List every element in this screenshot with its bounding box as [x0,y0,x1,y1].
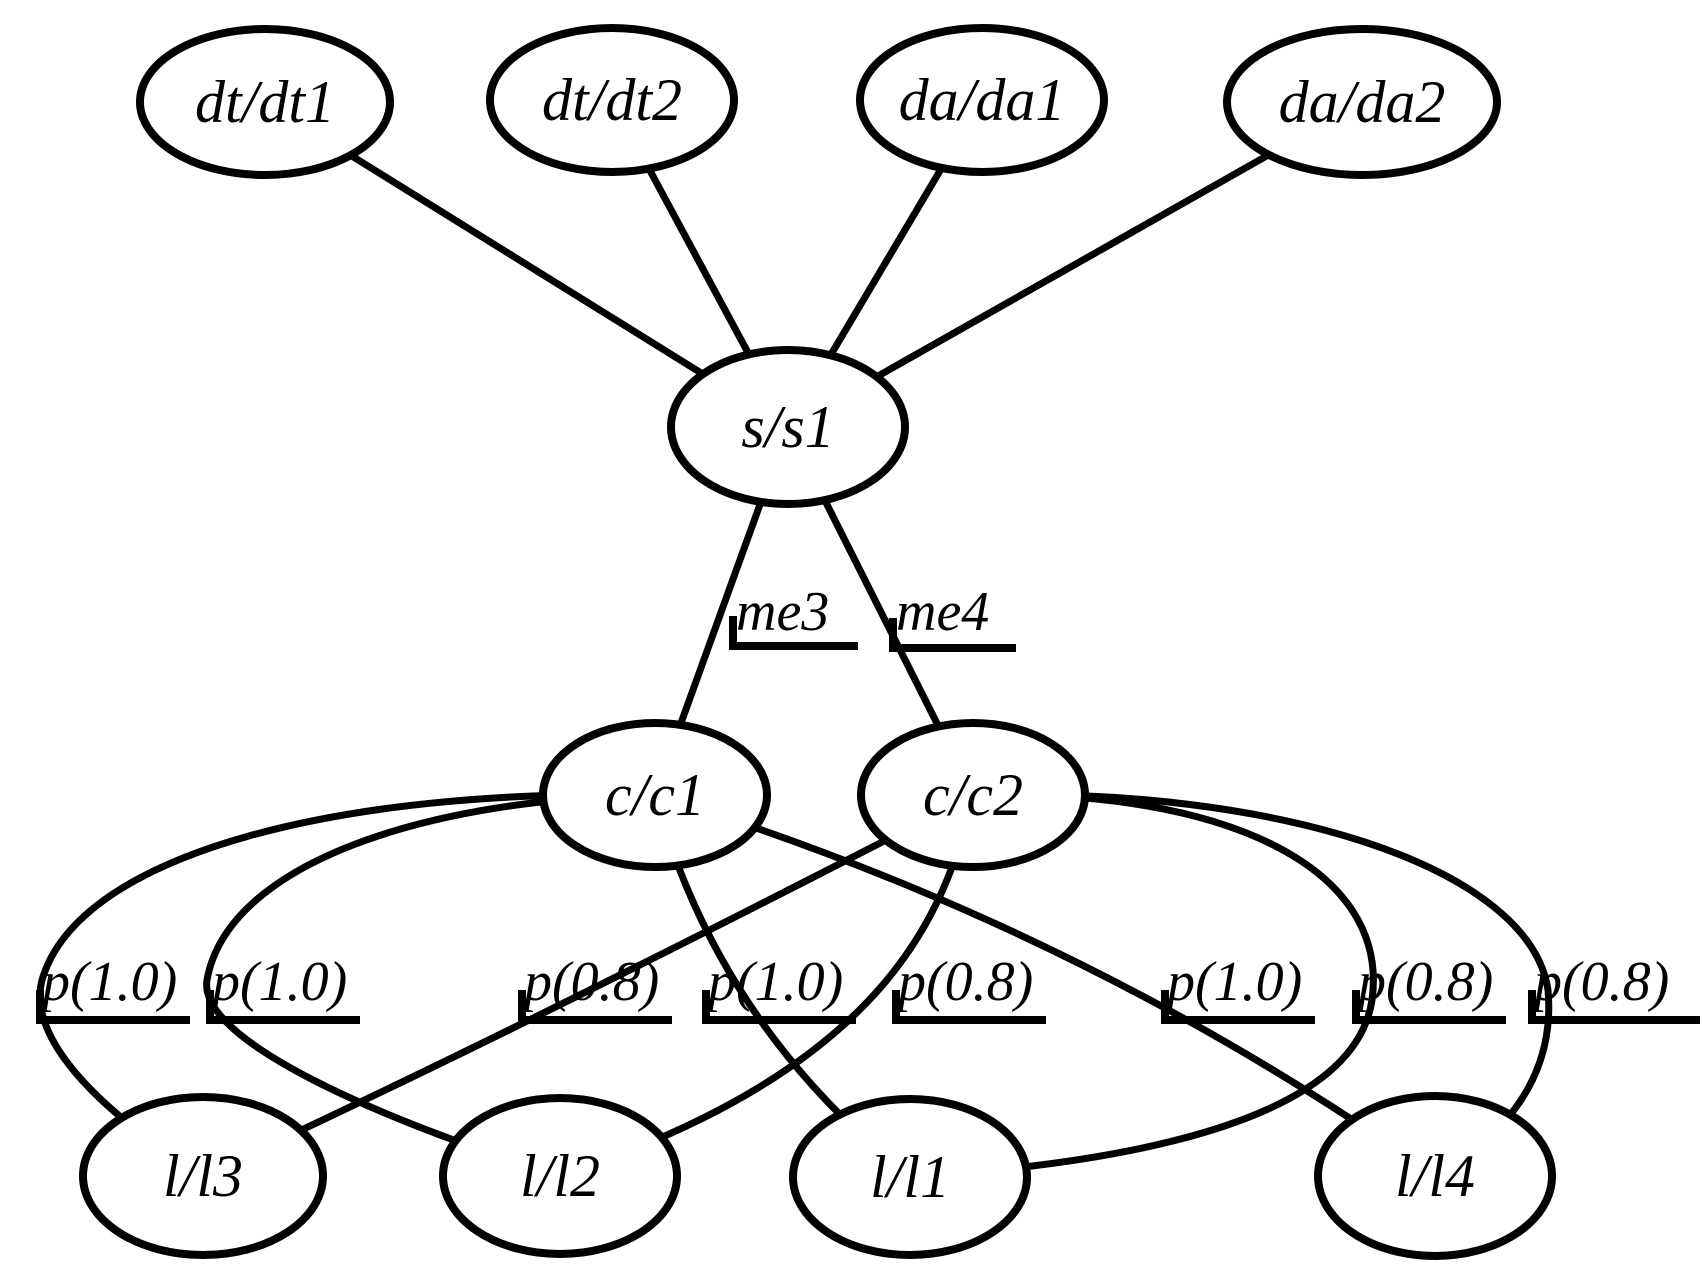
edge-label-p7: p(0.8) [1354,951,1493,1013]
node-l-l3-ellipse [79,1093,327,1259]
node-c-c1: c/c1 [539,719,771,871]
node-dt-dt1: dt/dt1 [136,25,394,179]
p6-underline [1161,990,1315,1024]
p3-underline [518,990,672,1024]
p1-underline [36,990,190,1024]
p2-underline [206,990,360,1024]
me4-underline [889,618,1016,652]
node-l-l1: l/l1 [789,1095,1031,1259]
edge-label-p1: p(1.0) [38,951,177,1013]
edge-label-p3: p(0.8) [520,951,659,1013]
node-l-l1-label: l/l1 [870,1144,950,1210]
edge-cc1-ll2 [203,791,656,1180]
node-l-l2-ellipse [439,1094,681,1258]
node-l-l4: l/l4 [1314,1092,1556,1260]
node-l-l1-ellipse [789,1095,1031,1259]
node-l-l4-ellipse [1314,1092,1556,1260]
node-l-l3-label: l/l3 [163,1143,243,1209]
p5-underline [892,990,1046,1024]
edge-label-p5: p(0.8) [894,951,1033,1013]
node-dt-dt1-ellipse [136,25,394,179]
node-l-l4-label: l/l4 [1395,1143,1475,1209]
node-da-da2-label: da/da2 [1279,69,1446,135]
p8-underline [1528,990,1700,1024]
edge-label-me3: me3 [736,581,829,643]
edge-cc2-ll1 [909,791,1377,1181]
edge-label-p2: p(1.0) [208,951,347,1013]
edge-label-texts: me3 me4 p(1.0) p(1.0) p(0.8) p(1.0) p(0.… [38,581,1669,1013]
edge-label-p4: p(1.0) [704,951,843,1013]
node-da-da1-ellipse [856,24,1108,176]
node-dt-dt2-ellipse [486,24,738,176]
label-decorations [36,616,1700,1024]
node-s-s1: s/s1 [667,346,909,508]
node-da-da1-label: da/da1 [899,67,1066,133]
node-s-s1-ellipse [667,346,909,508]
node-c-c2: c/c2 [857,719,1089,871]
node-l-l2: l/l2 [439,1094,681,1258]
node-dt-dt2: dt/dt2 [486,24,738,176]
edge-label-p8: p(0.8) [1530,951,1669,1013]
edge-cc1-ll3 [36,791,656,1179]
node-da-da2-ellipse [1223,25,1501,179]
node-dt-dt1-label: dt/dt1 [195,69,335,135]
node-l-l2-label: l/l2 [520,1143,600,1209]
edge-cc1-ll4 [653,791,1438,1179]
p4-underline [702,990,856,1024]
edge-label-me4: me4 [896,581,989,643]
node-c-c1-ellipse [539,719,771,871]
node-da-da1: da/da1 [856,24,1108,176]
node-c-c2-ellipse [857,719,1089,871]
nodes: dt/dt1 dt/dt2 da/da1 da/da2 s/s1 c/c1 [79,24,1556,1260]
node-c-c1-label: c/c1 [605,762,705,828]
node-dt-dt2-label: dt/dt2 [542,67,682,133]
node-da-da2: da/da2 [1223,25,1501,179]
me3-underline [729,616,858,650]
node-s-s1-label: s/s1 [741,394,834,460]
p7-underline [1352,990,1506,1024]
node-c-c2-label: c/c2 [923,762,1023,828]
edge-label-p6: p(1.0) [1163,951,1302,1013]
node-l-l3: l/l3 [79,1093,327,1259]
